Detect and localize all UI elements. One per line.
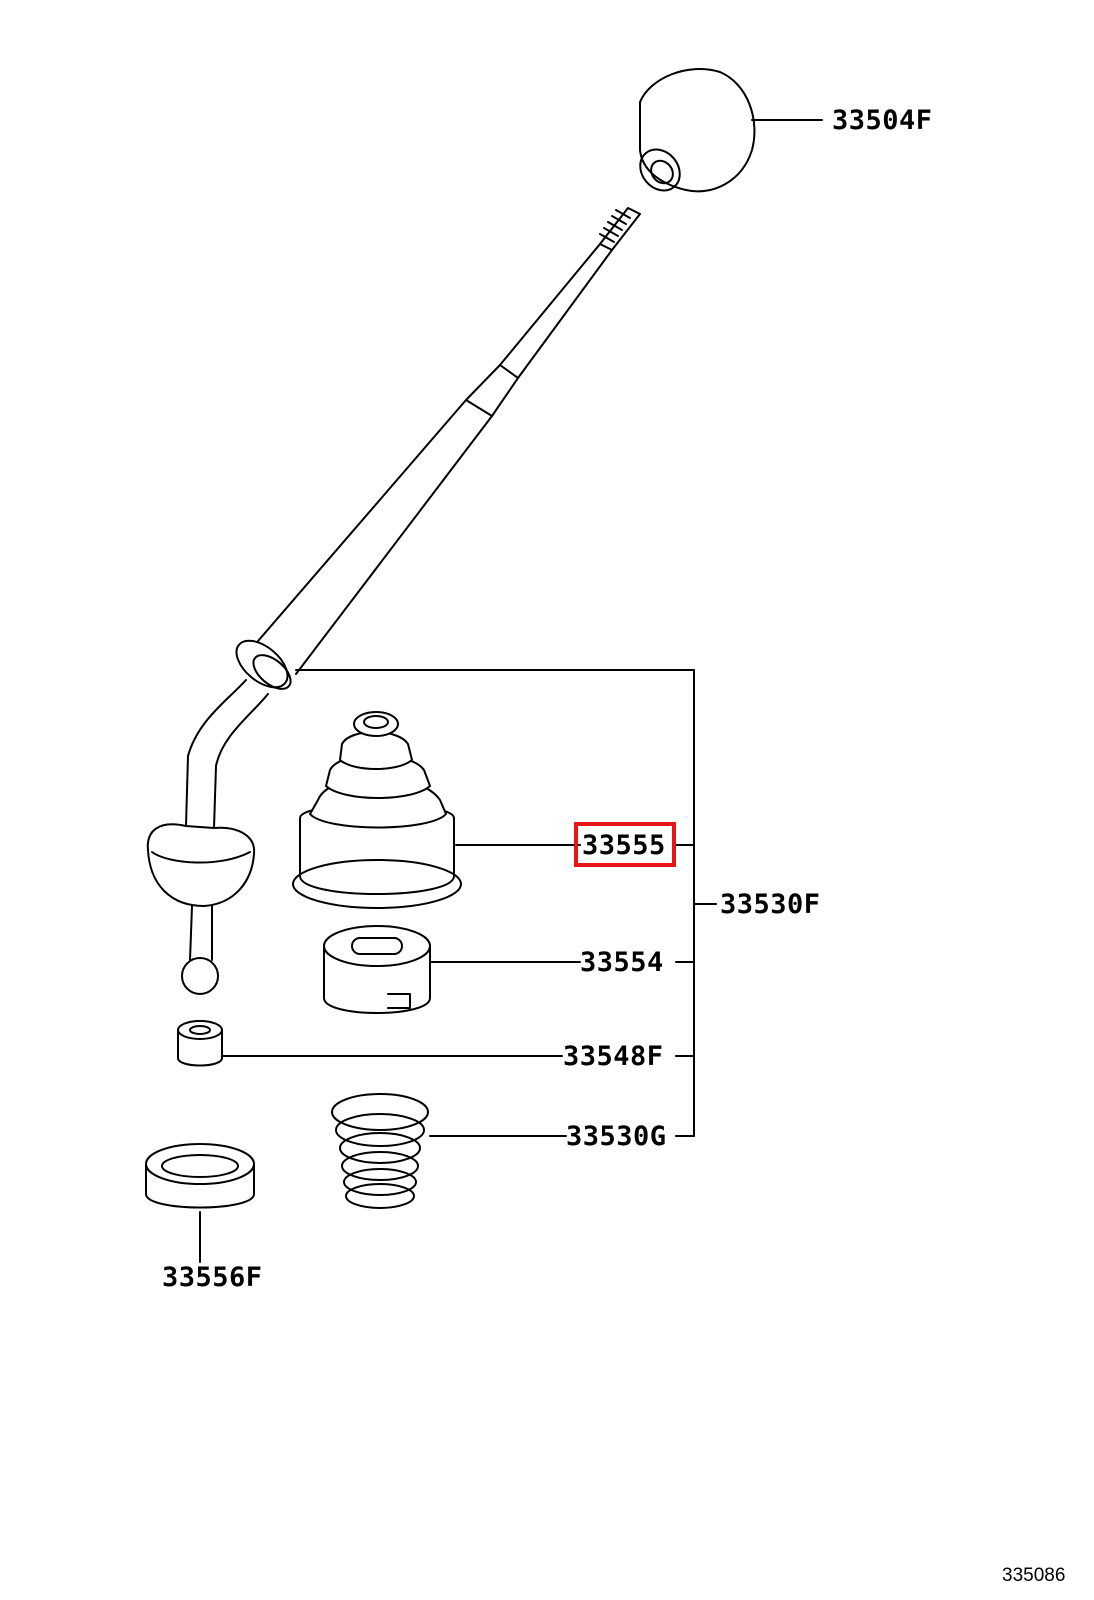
shift-knob-drawing — [639, 68, 756, 193]
part-label-33555[interactable]: 33555 — [582, 830, 666, 861]
collar-drawing — [177, 1020, 223, 1067]
part-label-33530g[interactable]: 33530G — [566, 1121, 667, 1152]
part-label-33554[interactable]: 33554 — [580, 947, 664, 978]
part-label-33548f[interactable]: 33548F — [563, 1041, 664, 1072]
part-label-33556f[interactable]: 33556F — [162, 1262, 263, 1293]
highlight-box — [574, 822, 676, 867]
spring-drawing — [331, 1093, 429, 1209]
lever-rod-drawing — [146, 243, 613, 995]
part-label-33530f[interactable]: 33530F — [720, 889, 821, 920]
seat-drawing — [145, 1143, 255, 1209]
diagram-code: 335086 — [1002, 1565, 1066, 1586]
part-label-33504f[interactable]: 33504F — [832, 105, 933, 136]
lever-thread-drawing — [599, 207, 641, 251]
bushing-drawing — [323, 925, 431, 1014]
leader-lines — [199, 119, 823, 1263]
boot-drawing — [292, 711, 462, 909]
